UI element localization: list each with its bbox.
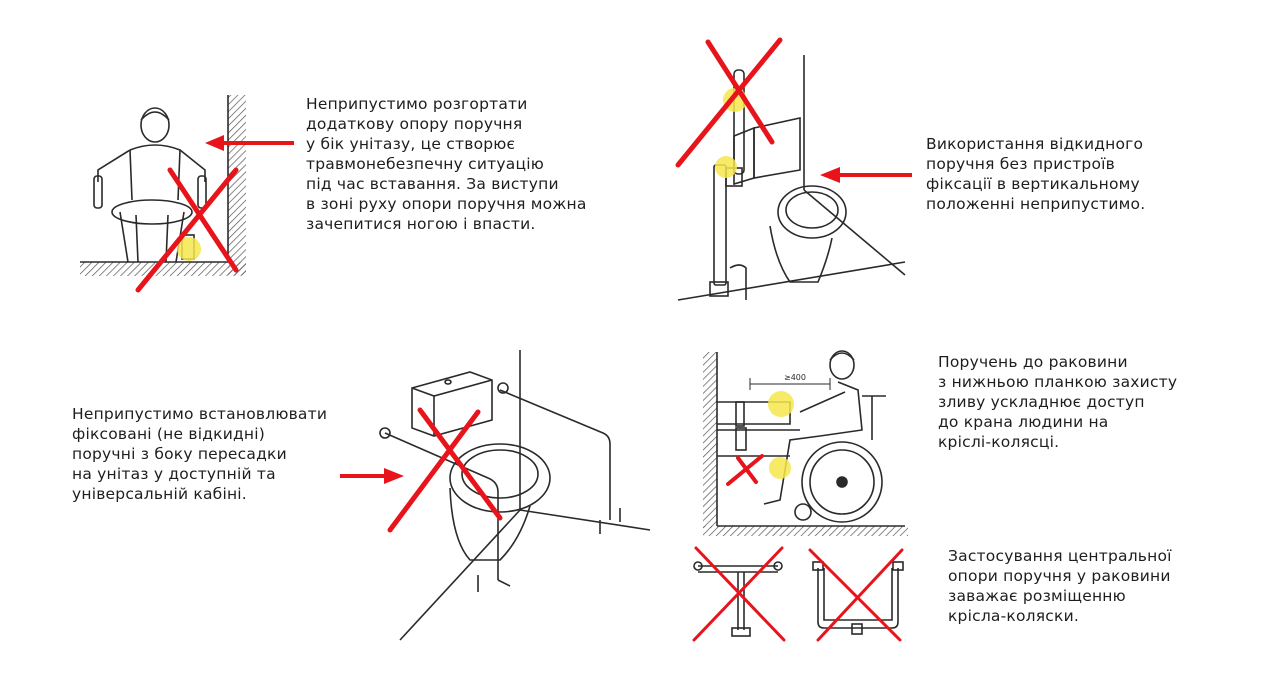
caption-top-left: Неприпустимо розгортати додаткову опору … — [306, 95, 587, 233]
pointer-arrow — [205, 135, 294, 151]
figure-foldup-rail — [677, 55, 906, 301]
red-cross — [726, 454, 764, 486]
figure-fixed-rails — [379, 350, 651, 641]
pointer-arrow — [340, 468, 404, 484]
red-cross — [675, 37, 783, 168]
caption-mid-left: Неприпустимо встановлювати фіксовані (не… — [72, 405, 328, 503]
highlight-marker — [769, 457, 791, 479]
figure-rail-frame-support — [812, 561, 904, 635]
caption-mid-right: Поручень до раковини з нижньою планкою з… — [938, 353, 1178, 451]
caption-top-right: Використання відкидного поручня без прис… — [926, 135, 1146, 213]
highlight-marker — [715, 156, 737, 178]
highlight-marker — [768, 391, 794, 417]
figure-seated-man — [80, 95, 246, 276]
figure-wheelchair-sink — [703, 350, 908, 536]
caption-bottom-right: Застосування центральної опори поручня у… — [948, 547, 1172, 625]
dimension-label: ≥400 — [784, 373, 806, 382]
highlight-marker — [177, 237, 201, 261]
red-cross — [135, 167, 239, 293]
red-cross — [692, 546, 904, 642]
red-cross — [387, 407, 503, 533]
pointer-arrow — [820, 167, 912, 183]
